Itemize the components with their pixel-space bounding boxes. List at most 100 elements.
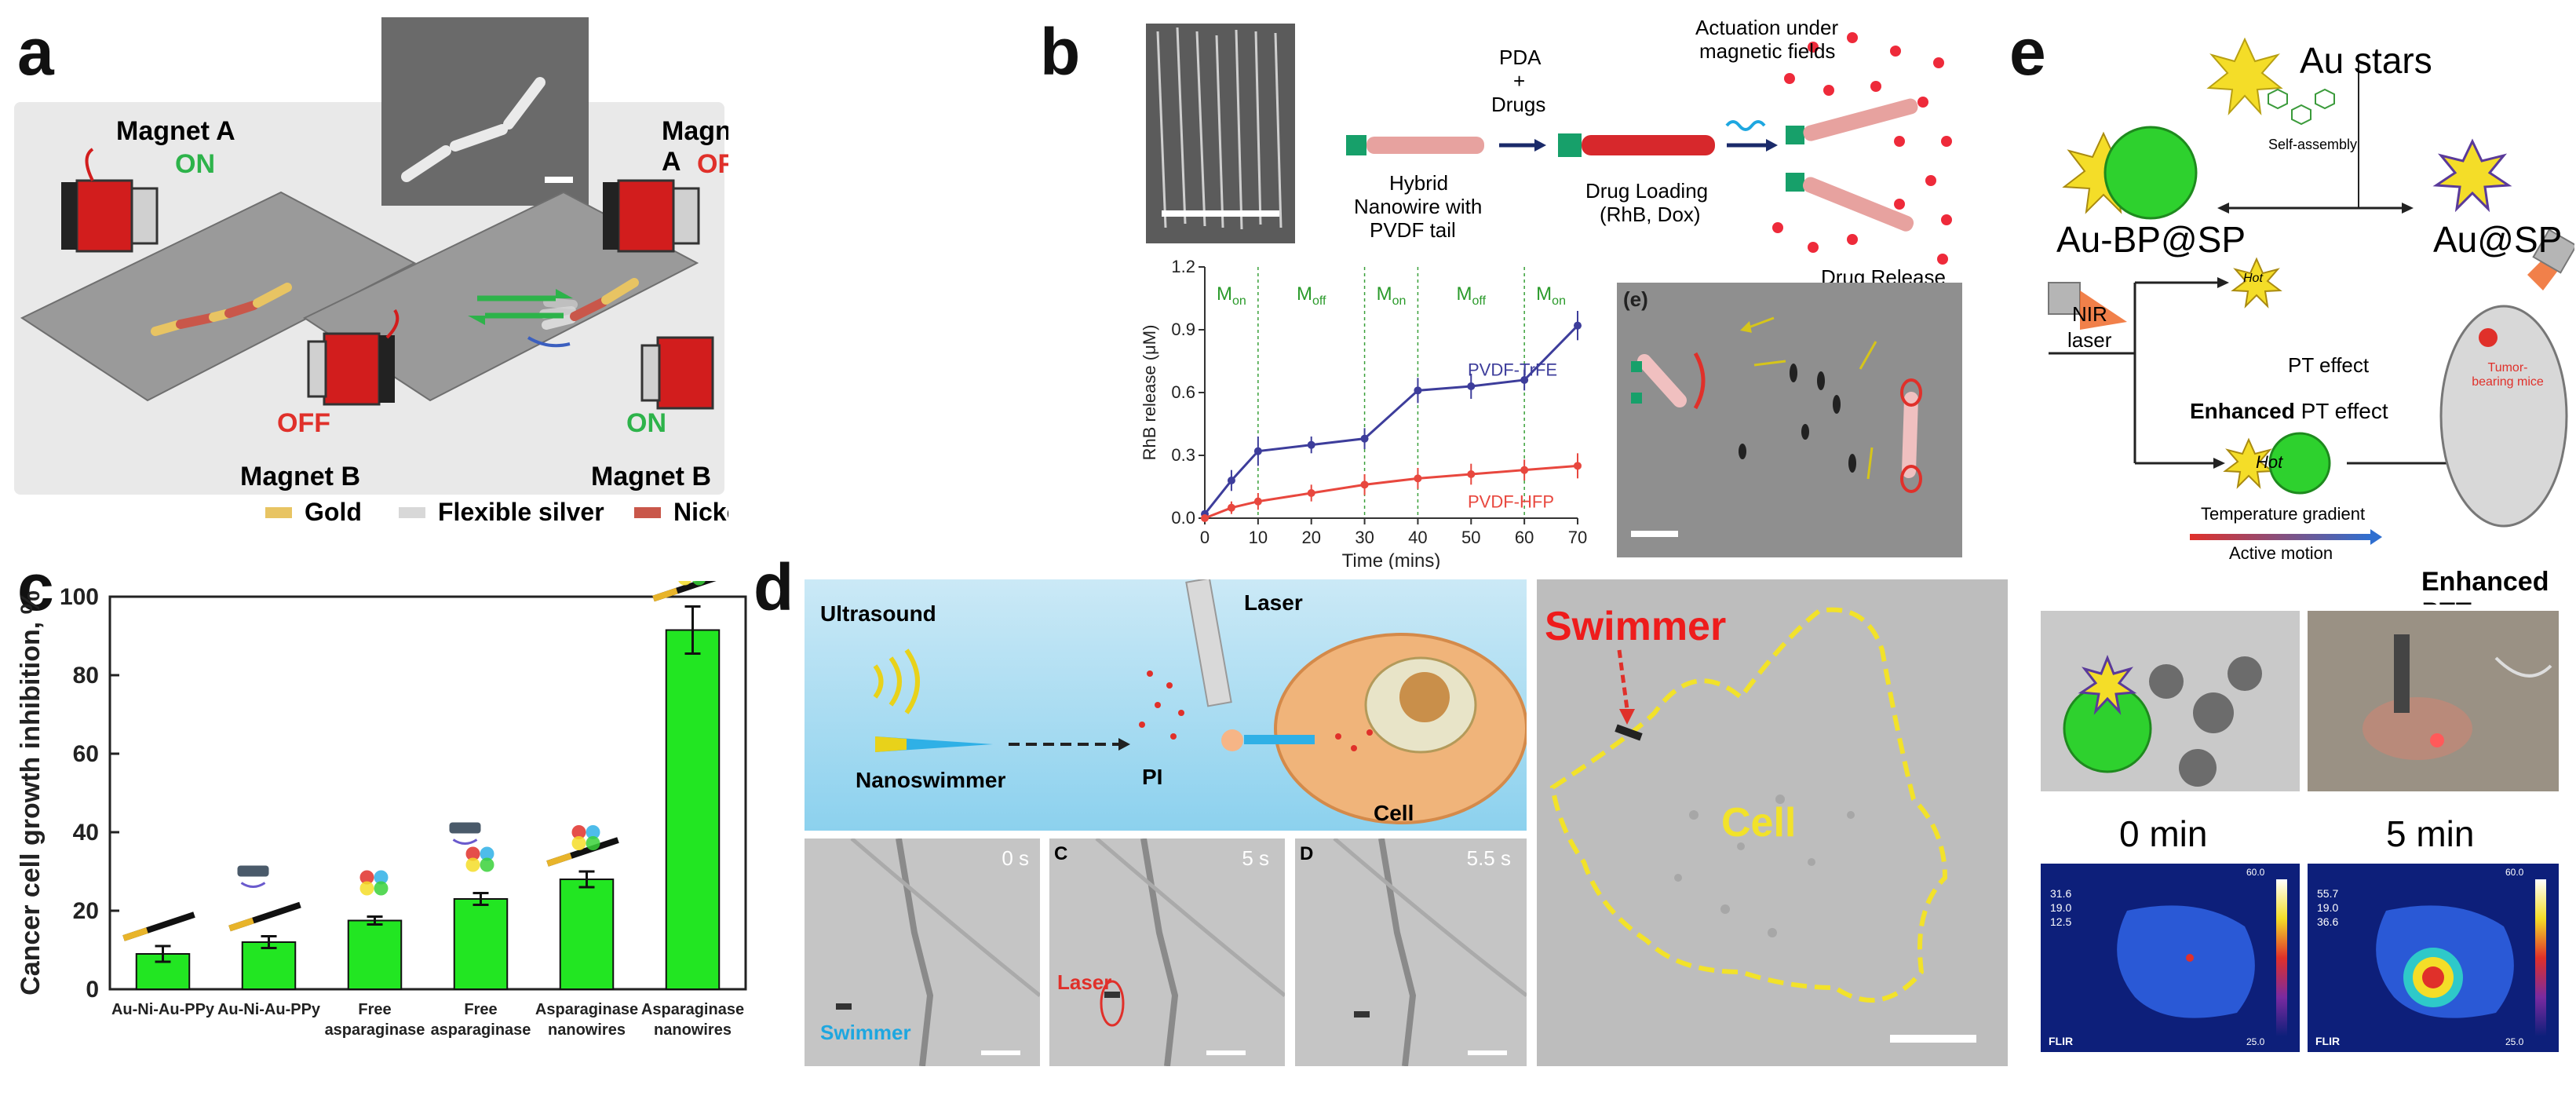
- y-tick-label: 0.0: [1171, 508, 1195, 528]
- y-tick-label: 80: [73, 663, 99, 689]
- frame-0-swimmer-label: Swimmer: [820, 1021, 911, 1044]
- x-tick-label: 0: [1200, 528, 1210, 547]
- enhanced-ptt-bold: Enhanced: [2421, 567, 2549, 597]
- bar: [559, 879, 615, 990]
- panel-a-letter: a: [17, 15, 54, 89]
- enzyme-icon: [465, 846, 480, 861]
- label-off-left: OFF: [277, 408, 330, 438]
- enzyme-icon: [359, 870, 374, 885]
- data-point: [1574, 462, 1582, 470]
- label-cell: Cell: [1374, 801, 1414, 825]
- cell-outline: [1549, 607, 1948, 1003]
- sound-wave-icon: [240, 882, 266, 888]
- label-enhanced-ptt: Enhanced PTT: [2421, 567, 2574, 605]
- x-tick-label: 70: [1568, 528, 1587, 547]
- data-point: [1360, 480, 1369, 489]
- panel-b-letter: b: [1040, 15, 1081, 89]
- label-hybrid-1: Hybrid: [1389, 171, 1449, 195]
- label-time-0: 0 min: [2119, 813, 2208, 854]
- label-magnet-a-left: Magnet A: [116, 116, 235, 146]
- thermal-0-scale-top: 60.0: [2246, 867, 2265, 878]
- step2-label-bottom: magnetic fields: [1699, 39, 1836, 63]
- mouse-icon: [2439, 305, 2568, 528]
- series-label: PVDF-HFP: [1468, 492, 1554, 512]
- label-au-sp: Au@SP: [2433, 219, 2563, 260]
- bar: [241, 941, 297, 990]
- label-on-right: ON: [626, 408, 666, 438]
- label-temp-gradient: Temperature gradient: [2201, 504, 2366, 524]
- bar: [347, 919, 403, 990]
- data-point: [1227, 503, 1235, 512]
- data-point: [1307, 440, 1315, 449]
- category-label: Free: [464, 1001, 497, 1018]
- label-hot-1: Hot: [2243, 272, 2263, 285]
- data-point: [1414, 386, 1422, 395]
- thermal-0-flir: FLIR: [2049, 1035, 2074, 1047]
- magnet-b-left: [307, 309, 400, 406]
- panel-d-frame-55: D 5.5 s: [1295, 838, 1527, 1066]
- thermal-5-scale-top: 60.0: [2505, 867, 2524, 878]
- step1-label-top: PDA: [1499, 46, 1542, 69]
- label-au-bp-sp: Au-BP@SP: [2056, 219, 2246, 260]
- label-ultrasound: Ultrasound: [820, 601, 936, 626]
- enhanced-pt-rest: PT effect: [2294, 399, 2388, 423]
- bar: [453, 898, 509, 990]
- thermal-5-scale-bottom: 25.0: [2505, 1036, 2524, 1047]
- x-tick-label: 20: [1301, 528, 1320, 547]
- label-hybrid-2: Nanowire with: [1354, 195, 1483, 218]
- data-point: [1253, 447, 1262, 455]
- label-time-5: 5 min: [2386, 813, 2475, 854]
- thermal-0-readout-1: 31.6: [2050, 887, 2072, 900]
- pvdf-tail-1: [1366, 137, 1484, 154]
- phase-label: Mon: [1536, 283, 1566, 308]
- y-axis-label: RhB release (μM): [1140, 325, 1159, 461]
- panel-c-letter: c: [17, 550, 54, 624]
- category-label: Au-Ni-Au-PPy: [217, 1001, 321, 1018]
- data-point: [1360, 434, 1369, 443]
- panel-d-cell-image: Swimmer Cell: [1537, 579, 2008, 1066]
- category-label: Asparaginase: [535, 1001, 638, 1018]
- series-label: PVDF-TrFE: [1468, 360, 1557, 380]
- enzyme-icon: [586, 825, 600, 839]
- phase-label: Mon: [1217, 283, 1246, 308]
- step1-label-plus: +: [1513, 69, 1526, 93]
- thermal-5-readout-2: 19.0: [2317, 901, 2339, 914]
- panel-e-schematic: Au stars Self-assembly Au-BP@SP Au@SP NI…: [2033, 24, 2574, 605]
- data-point: [1520, 466, 1529, 474]
- y-axis-label: Cancer cell growth inhibition, %: [16, 590, 46, 996]
- category-label: Asparaginase: [641, 1001, 744, 1018]
- label-magnet-b-right: Magnet B: [591, 462, 711, 491]
- panel-d-frame-0: 0 s Swimmer: [805, 838, 1040, 1066]
- y-tick-label: 20: [73, 898, 99, 924]
- label-active-motion: Active motion: [2229, 543, 2333, 563]
- label-au-stars: Au stars: [2300, 40, 2432, 81]
- y-tick-label: 100: [60, 584, 99, 610]
- loaded-tail: [1582, 135, 1715, 155]
- thermal-0-readout-2: 19.0: [2050, 901, 2072, 914]
- x-tick-label: 10: [1249, 528, 1268, 547]
- equilibrium-arrows: [468, 289, 573, 325]
- frame-0-time: 0 s: [1002, 846, 1029, 870]
- sound-wave-icon: [452, 838, 478, 845]
- label-magnet-a-right: Magnet A: [662, 116, 728, 177]
- y-tick-label: 1.2: [1171, 257, 1195, 276]
- category-label: asparaginase: [325, 1021, 425, 1039]
- transducer-icon: [237, 865, 269, 877]
- x-axis-label: Time (mins): [1342, 550, 1441, 569]
- enzyme-icon: [374, 881, 389, 896]
- x-tick-label: 40: [1408, 528, 1427, 547]
- y-tick-label: 0.9: [1171, 320, 1195, 339]
- gold-segment-icon: [228, 917, 254, 932]
- drug-dots: [1772, 32, 1952, 265]
- label-self-assembly: Self-assembly: [2268, 137, 2358, 152]
- enzyme-icon: [465, 857, 480, 872]
- gold-segment-icon: [122, 927, 148, 941]
- label-nanoswimmer: Nanoswimmer: [856, 768, 1006, 792]
- enzyme-icon: [678, 581, 691, 586]
- enzyme-icon: [480, 857, 494, 872]
- panel-a-diagram: [14, 17, 724, 518]
- nanowire-head-1: [1346, 135, 1366, 155]
